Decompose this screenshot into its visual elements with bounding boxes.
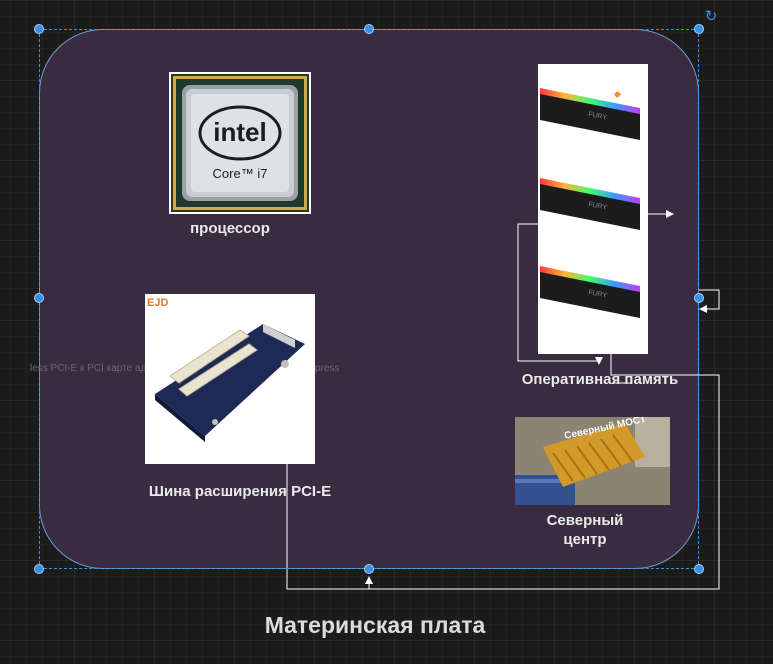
connector-board-loop[interactable] [699,289,720,313]
pcie-image[interactable]: EJD [145,294,315,464]
ram-label: Оперативная память [521,371,679,388]
cpu-model-text: Core™ i7 [213,166,268,181]
resize-handle-top-left[interactable] [34,24,44,34]
connector-ram-northbridge[interactable] [365,352,720,590]
resize-handle-bottom-center[interactable] [364,564,374,574]
rotate-icon[interactable]: ↻ [704,8,718,25]
ram-modules-icon: FURY FURY FURY [540,88,640,318]
ram-module-text-3: FURY [588,289,608,300]
resize-handle-middle-right[interactable] [694,293,704,303]
resize-handle-middle-left[interactable] [34,293,44,303]
connector-pcie-bottom[interactable] [286,464,369,590]
pcie-label: Шина расширения PCI-E [148,483,332,500]
cpu-label: процессор [190,220,270,237]
northbridge-image[interactable]: Северный МОСТ [515,417,670,505]
cpu-image[interactable]: intel Core™ i7 [169,72,311,214]
ram-image[interactable]: FURY FURY FURY [538,64,648,354]
resize-handle-bottom-left[interactable] [34,564,44,574]
cpu-brand-text: intel [213,117,266,147]
resize-handle-bottom-right[interactable] [694,564,704,574]
ram-module-text-1: FURY [588,111,608,122]
northbridge-label: Северный центр [510,511,660,549]
northbridge-label-line2: центр [563,531,607,548]
resize-handle-top-right[interactable] [694,24,704,34]
diagram-title: Материнская плата [264,612,486,638]
pcie-adapter-icon: EJD [147,297,305,442]
northbridge-chip-icon: Северный МОСТ [515,417,670,505]
pcie-logo-text: EJD [147,297,168,309]
cpu-chip-icon: intel Core™ i7 [169,72,311,214]
northbridge-label-line1: Северный [546,512,624,529]
resize-handle-top-center[interactable] [364,24,374,34]
ram-module-text-2: FURY [588,201,608,212]
connector-ram-left-down[interactable] [517,223,603,365]
